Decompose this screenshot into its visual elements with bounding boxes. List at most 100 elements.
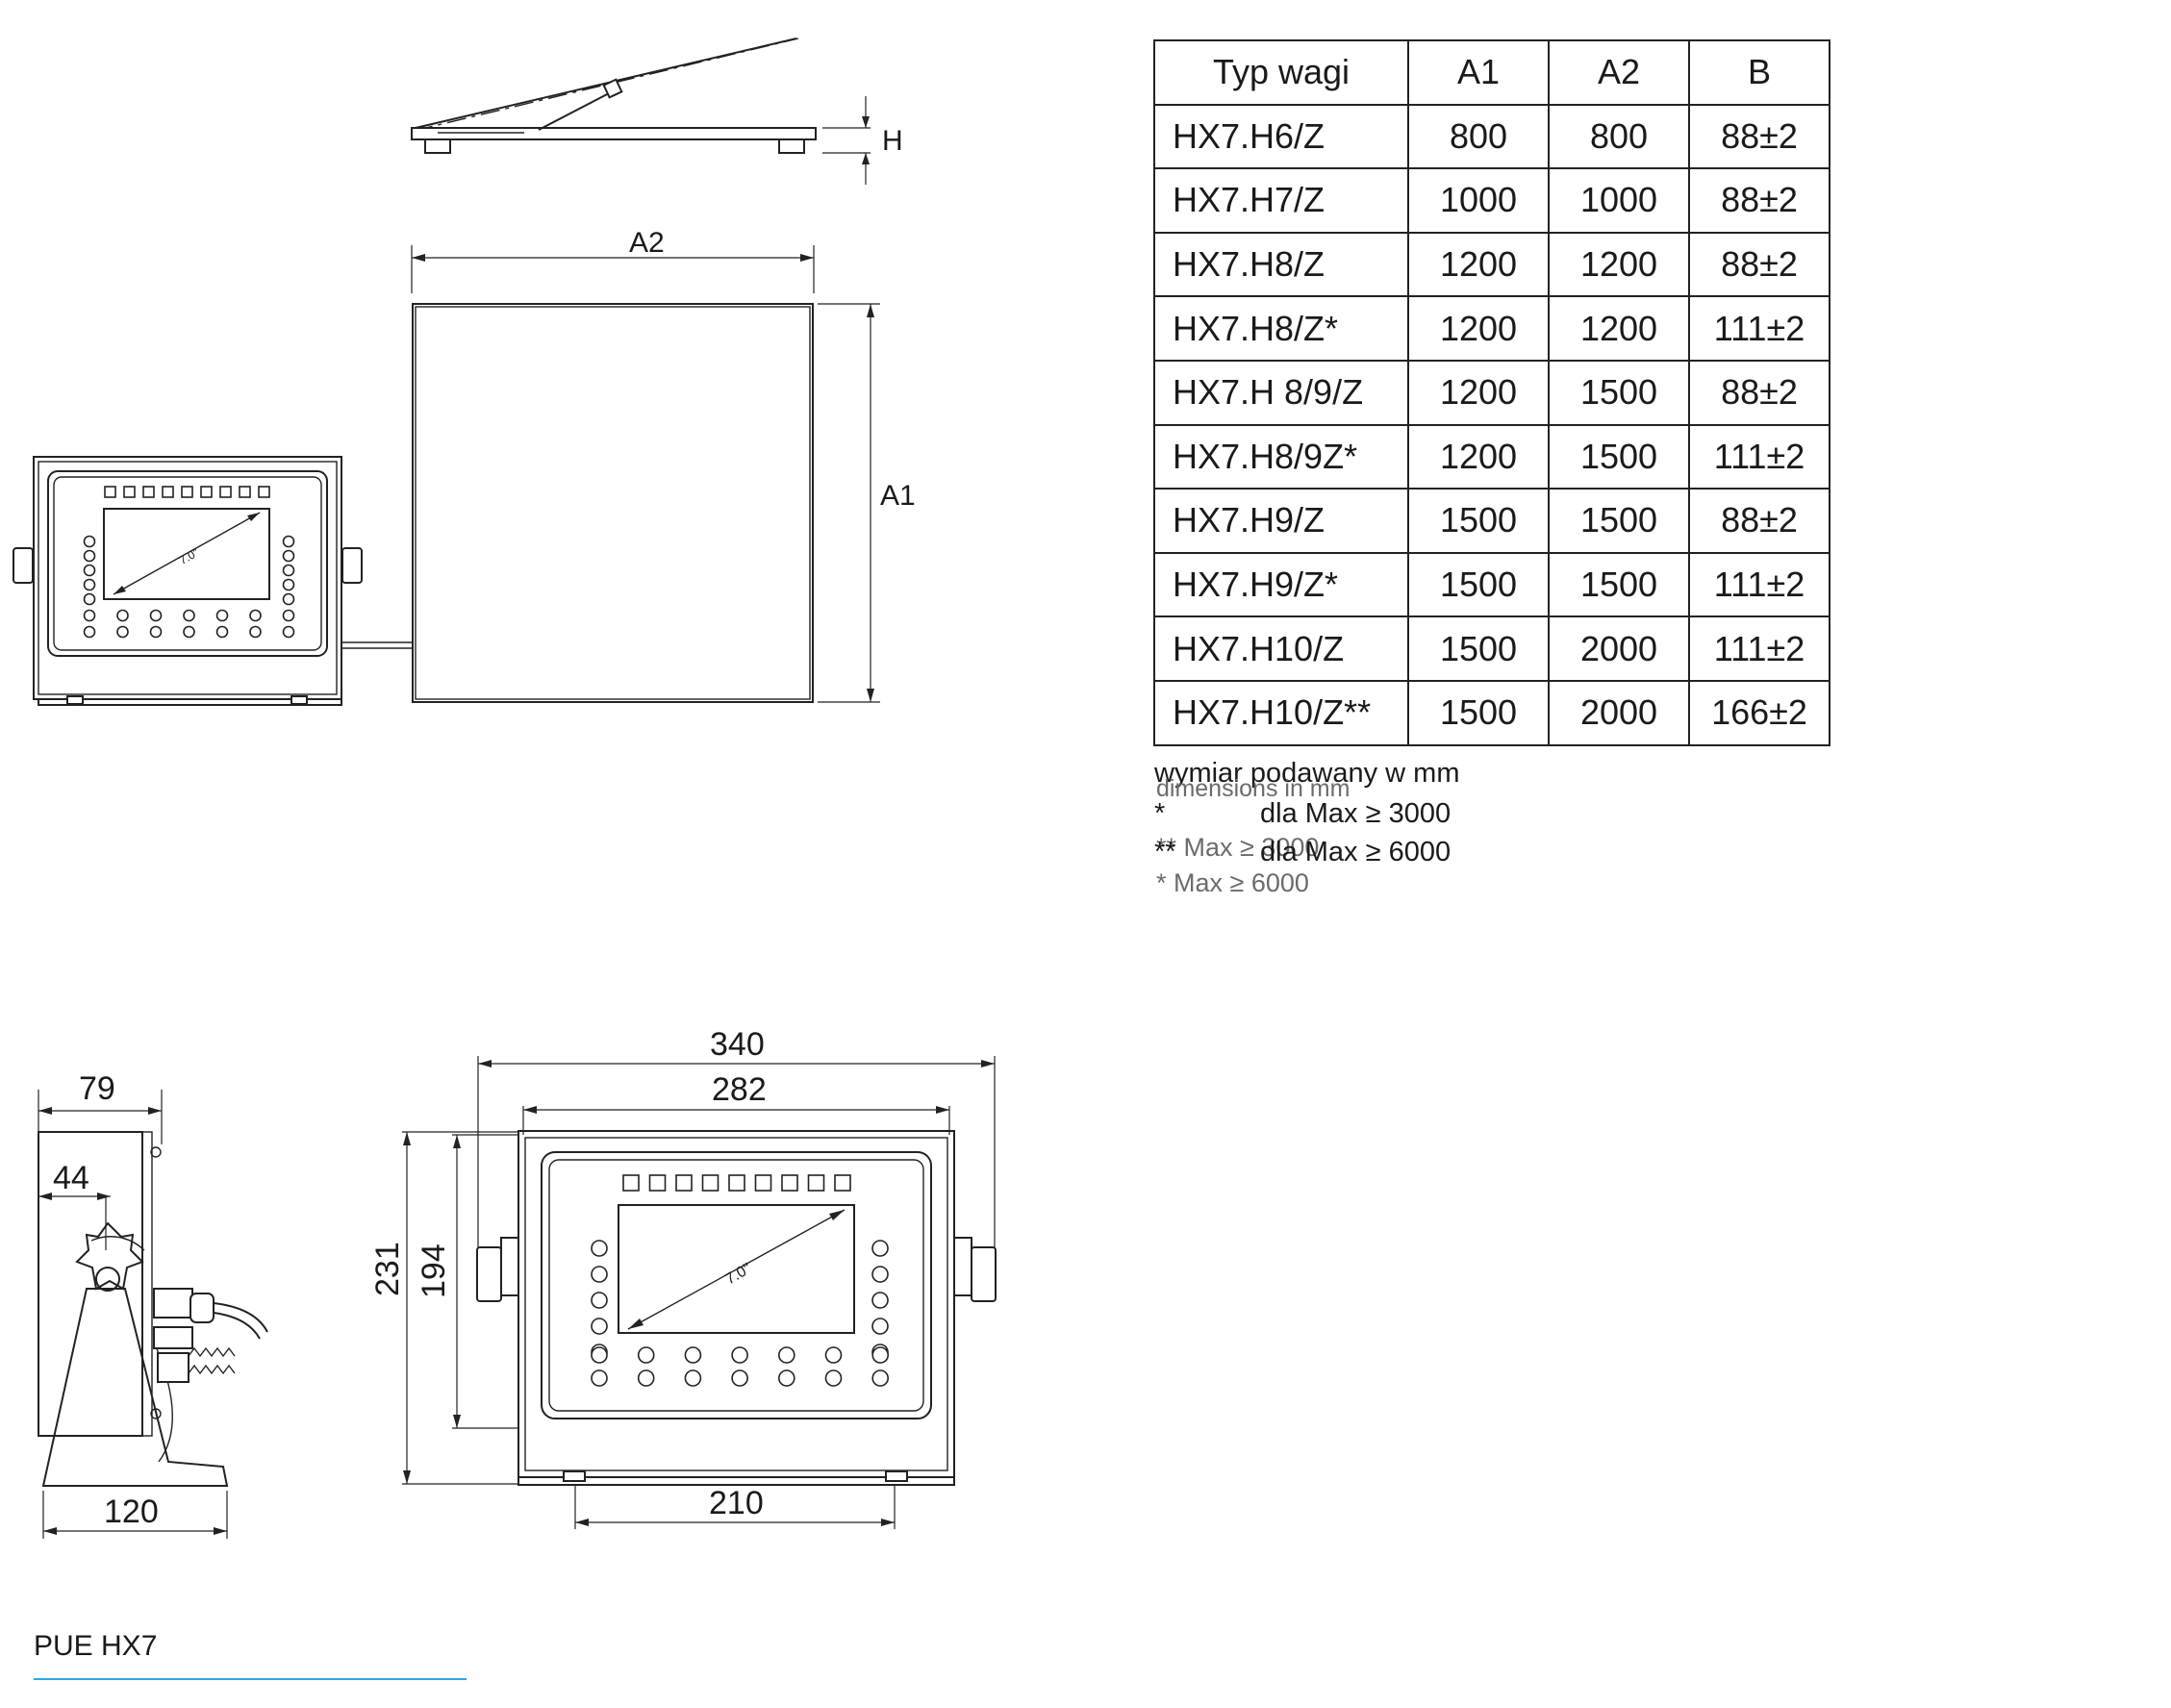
cell-a2: 800 bbox=[1548, 103, 1690, 170]
cell-a2: 1200 bbox=[1548, 295, 1690, 362]
keypad-large bbox=[591, 1174, 890, 1387]
cell-a1: 1200 bbox=[1407, 295, 1550, 362]
numeric-key bbox=[684, 1346, 702, 1364]
numeric-key bbox=[149, 625, 163, 639]
display-diagonal-small: 7.0" bbox=[177, 545, 201, 567]
cell-type: HX7.H8/Z* bbox=[1153, 295, 1409, 362]
footer-title: PUE HX7 bbox=[34, 1630, 158, 1662]
cell-b: 166±2 bbox=[1688, 679, 1830, 746]
numeric-key bbox=[83, 609, 96, 622]
cell-type: HX7.H7/Z bbox=[1153, 167, 1409, 234]
function-key bbox=[181, 486, 193, 498]
side-key-left bbox=[591, 1318, 608, 1335]
numeric-key bbox=[637, 1369, 655, 1387]
dim-282: 282 bbox=[712, 1071, 767, 1108]
function-key bbox=[123, 486, 136, 498]
numeric-key bbox=[183, 609, 195, 622]
dim-340: 340 bbox=[710, 1026, 765, 1063]
cell-type: HX7.H8/9Z* bbox=[1153, 423, 1409, 490]
cell-a1: 1500 bbox=[1407, 679, 1550, 746]
function-key bbox=[258, 486, 270, 498]
side-key-right bbox=[282, 564, 295, 577]
cell-b: 88±2 bbox=[1688, 359, 1830, 426]
function-key bbox=[675, 1174, 693, 1192]
cell-a2: 2000 bbox=[1548, 679, 1690, 746]
cell-a1: 1200 bbox=[1407, 231, 1550, 298]
cell-b: 88±2 bbox=[1688, 488, 1830, 554]
side-key-right bbox=[871, 1318, 889, 1335]
cell-a1: 800 bbox=[1407, 103, 1550, 170]
cell-b: 88±2 bbox=[1688, 231, 1830, 298]
function-key bbox=[104, 486, 116, 498]
cell-type: HX7.H10/Z bbox=[1153, 615, 1409, 682]
side-key-right bbox=[282, 578, 295, 591]
function-key bbox=[807, 1174, 825, 1192]
indicator-side-view: 79 44 120 bbox=[38, 1070, 268, 1539]
side-key-right bbox=[282, 592, 295, 606]
cell-a2: 1200 bbox=[1548, 231, 1690, 298]
numeric-key bbox=[684, 1369, 702, 1387]
numeric-key bbox=[116, 625, 129, 639]
numeric-key bbox=[591, 1346, 608, 1364]
cell-type: HX7.H8/Z bbox=[1153, 231, 1409, 298]
numeric-key bbox=[777, 1369, 795, 1387]
cell-a2: 1500 bbox=[1548, 488, 1690, 554]
side-key-right bbox=[871, 1240, 889, 1257]
cell-a1: 1500 bbox=[1407, 615, 1550, 682]
cell-a1: 1200 bbox=[1407, 359, 1550, 426]
cell-a1: 1500 bbox=[1407, 551, 1550, 618]
dim-120: 120 bbox=[104, 1494, 159, 1530]
function-key bbox=[648, 1174, 667, 1192]
cell-b: 88±2 bbox=[1688, 167, 1830, 234]
side-key-left bbox=[83, 549, 96, 563]
dim-79: 79 bbox=[79, 1070, 115, 1107]
column-header-b: B bbox=[1688, 39, 1830, 106]
side-key-left bbox=[83, 535, 96, 548]
numeric-key bbox=[183, 625, 195, 639]
numeric-key bbox=[777, 1346, 795, 1364]
side-key-right bbox=[282, 549, 295, 563]
cell-a2: 1500 bbox=[1548, 359, 1690, 426]
function-key bbox=[834, 1174, 851, 1192]
note-star2-mark: ** bbox=[1154, 837, 1176, 867]
dim-h-label: H bbox=[882, 125, 903, 157]
numeric-key bbox=[731, 1369, 748, 1387]
column-header-type: Typ wagi bbox=[1153, 39, 1409, 106]
numeric-key bbox=[637, 1346, 655, 1364]
numeric-key bbox=[282, 609, 295, 622]
note-units-en: dimensions in mm bbox=[1156, 775, 1351, 802]
function-key bbox=[622, 1174, 640, 1192]
dim-a2-label: A2 bbox=[629, 227, 665, 259]
cell-type: HX7.H6/Z bbox=[1153, 103, 1409, 170]
note-en-2: * Max ≥ 6000 bbox=[1156, 868, 1309, 897]
note-star2-text: dla Max ≥ 6000 bbox=[1260, 837, 1452, 867]
cell-b: 111±2 bbox=[1688, 423, 1830, 490]
column-header-a1: A1 bbox=[1407, 39, 1550, 106]
side-key-right bbox=[871, 1266, 889, 1283]
numeric-key bbox=[871, 1369, 890, 1387]
cell-b: 88±2 bbox=[1688, 103, 1830, 170]
numeric-key bbox=[149, 609, 163, 622]
side-key-left bbox=[83, 564, 96, 577]
cell-a2: 1500 bbox=[1548, 423, 1690, 490]
side-key-left bbox=[591, 1292, 608, 1309]
function-key bbox=[200, 486, 213, 498]
cell-b: 111±2 bbox=[1688, 551, 1830, 618]
cell-a1: 1500 bbox=[1407, 488, 1550, 554]
note-en-1: ** Max ≥ 3000 bbox=[1156, 833, 1320, 862]
function-key bbox=[781, 1174, 798, 1192]
side-key-left bbox=[591, 1240, 608, 1257]
technical-drawing: H A2 A1 7.0" bbox=[13, 38, 997, 1539]
numeric-key bbox=[116, 609, 129, 622]
cell-type: HX7.H10/Z** bbox=[1153, 679, 1409, 746]
side-key-right bbox=[871, 1292, 889, 1309]
